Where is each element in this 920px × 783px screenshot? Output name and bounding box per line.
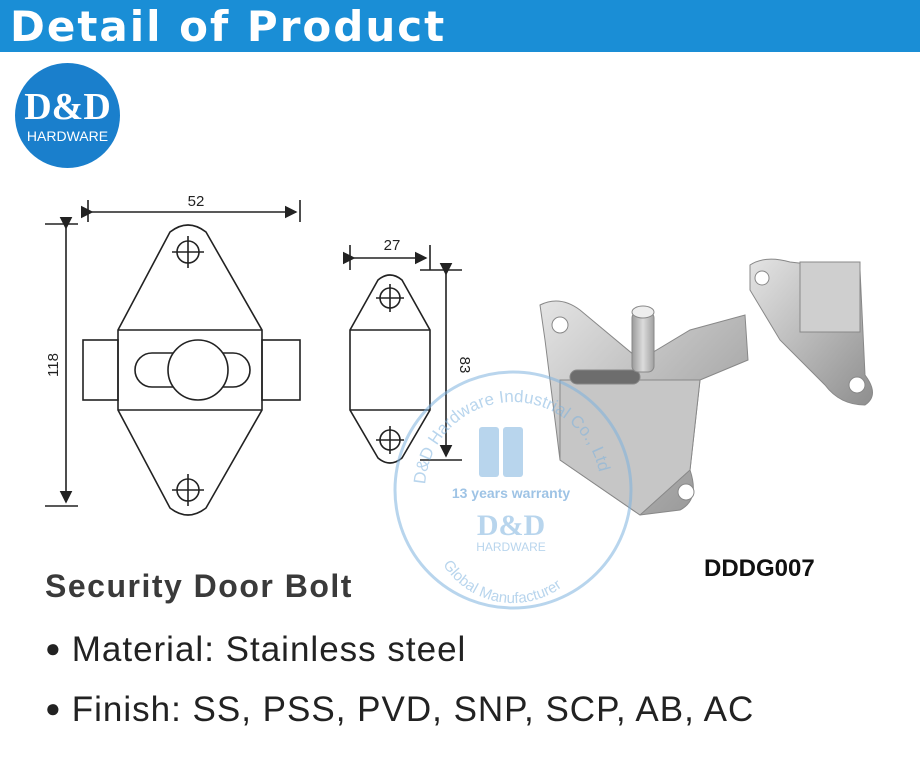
spec-text: Finish: SS, PSS, PVD, SNP, SCP, AB, AC [71,690,755,729]
spec-finish: ● Finish: SS, PSS, PVD, SNP, SCP, AB, AC [45,690,754,730]
spec-text: Material: Stainless steel [71,630,467,669]
brand-logo: D&D HARDWARE [15,63,120,168]
header-banner: Detail of Product [0,0,920,52]
logo-sub: HARDWARE [26,128,109,144]
watermark-warranty: 13 years warranty [452,485,571,501]
dim-height-front: 118 [45,353,62,377]
page-title: Detail of Product [10,2,447,51]
watermark-seal: D&D Hardware Industrial Co., Ltd 13 year… [393,370,633,610]
watermark-brand: D&D [477,509,545,542]
model-number: DDDG007 [704,555,815,582]
bullet-icon: ● [45,693,62,723]
watermark-bottom-text: Global Manufacturer [440,557,565,607]
dim-height-side: 83 [456,357,473,374]
bullet-icon: ● [45,633,62,663]
side-view-drawing [342,245,462,464]
product-name: Security Door Bolt [45,568,353,604]
dim-width-front: 52 [188,193,205,210]
front-view-drawing [45,200,301,516]
product-photo [539,258,873,516]
watermark-sub: HARDWARE [476,540,546,554]
logo-brand: D&D [24,86,111,128]
dim-width-side: 27 [384,237,401,254]
svg-text:Global Manufacturer: Global Manufacturer [440,557,565,607]
spec-material: ● Material: Stainless steel [45,630,466,670]
